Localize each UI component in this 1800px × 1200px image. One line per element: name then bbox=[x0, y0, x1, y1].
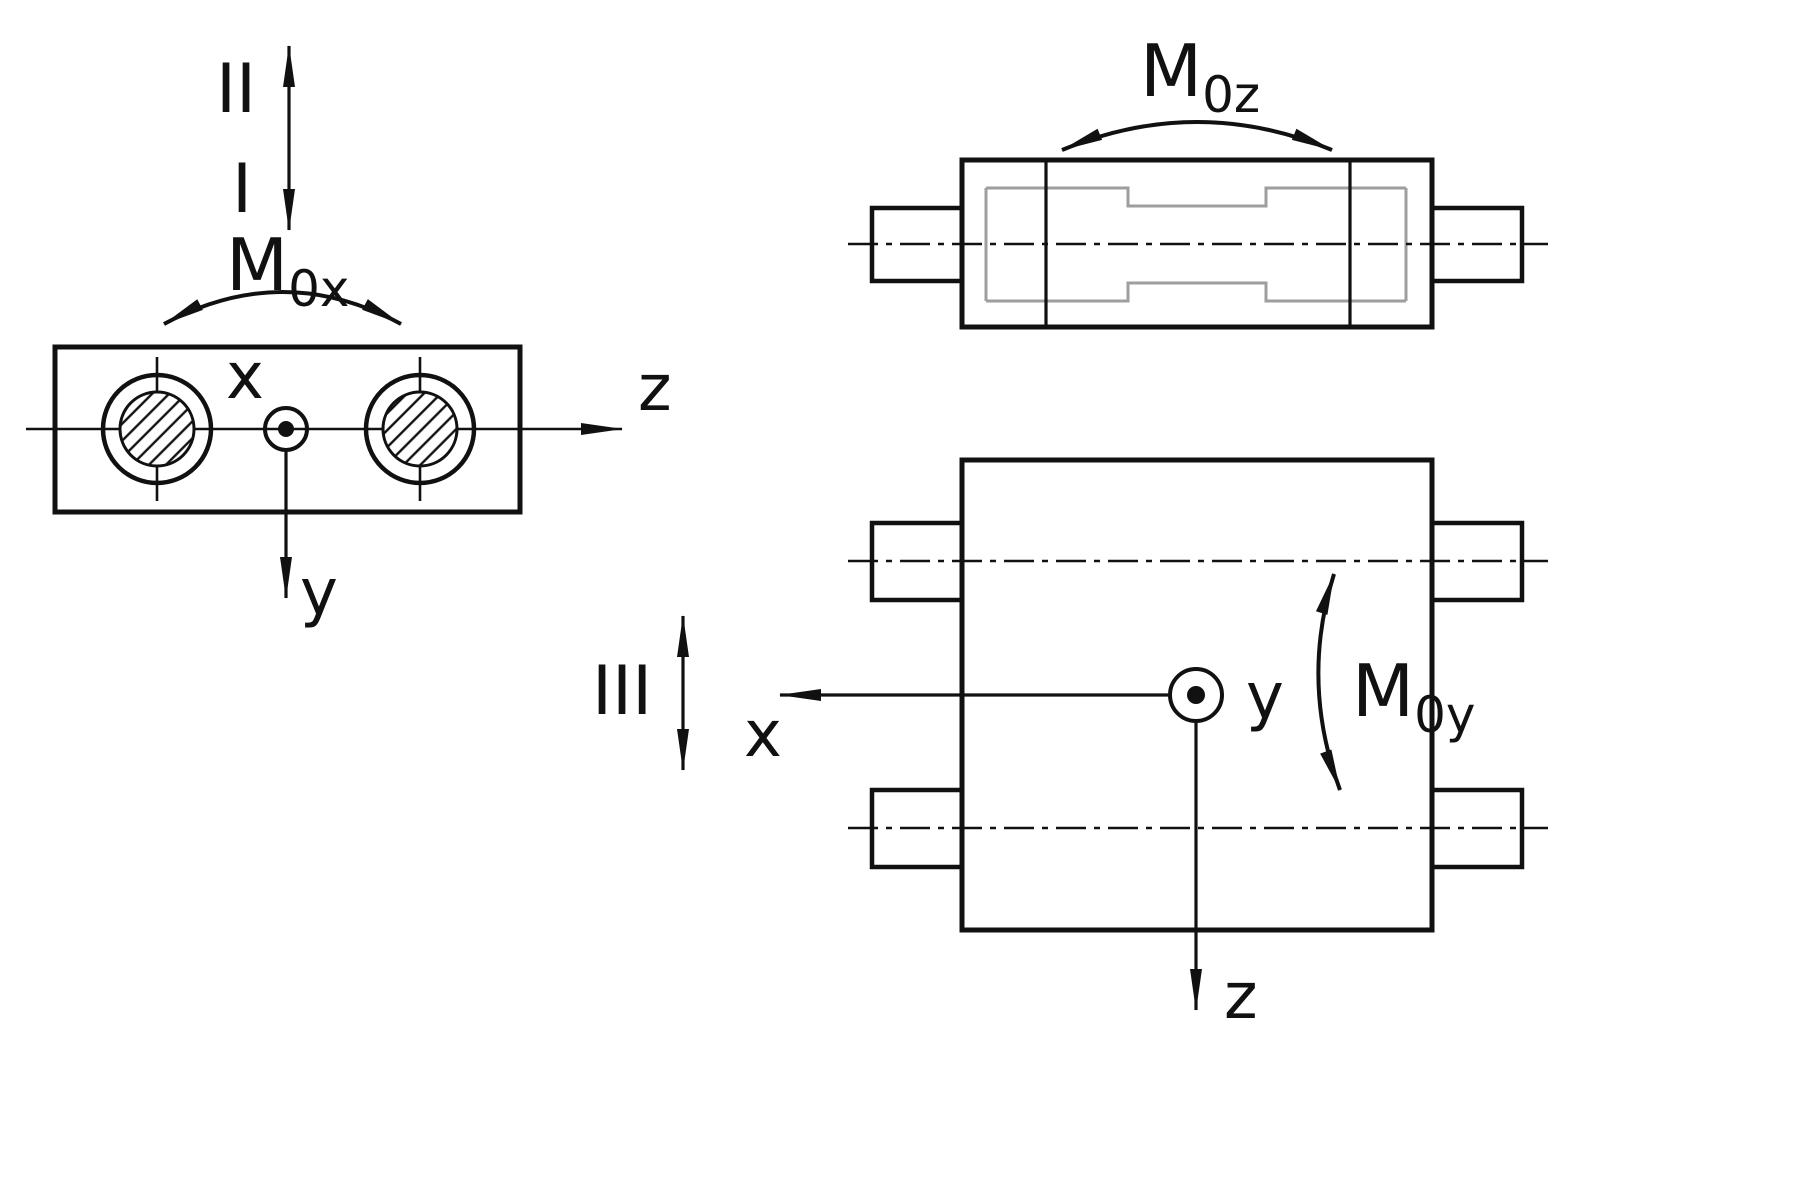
moment-x-label: M0x bbox=[226, 223, 350, 318]
moment-z-arc bbox=[1061, 120, 1333, 152]
x-axis-label-side: x bbox=[744, 698, 782, 772]
moment-y-label: M0y bbox=[1352, 649, 1476, 744]
front-view: II I M0x z x y bbox=[26, 45, 672, 630]
direction-III-label: III bbox=[592, 652, 652, 731]
hidden-contour-bottom bbox=[986, 281, 1406, 303]
direction-I-label: I bbox=[232, 150, 252, 229]
y-axis-label: y bbox=[300, 556, 338, 630]
z-axis-label: z bbox=[638, 352, 672, 426]
direction-II-label: II bbox=[216, 50, 256, 129]
top-view: M0z bbox=[848, 29, 1548, 330]
bore-left-hatched-core bbox=[118, 390, 196, 468]
x-axis-out-of-plane-symbol bbox=[263, 406, 309, 452]
bore-left-outer-ring bbox=[100, 372, 214, 486]
moment-x-arc bbox=[163, 290, 402, 326]
bore-right-outer-ring bbox=[363, 372, 477, 486]
y-axis-dot bbox=[1187, 686, 1205, 704]
bore-right-hatched-core bbox=[381, 390, 459, 468]
hidden-contour-top bbox=[986, 186, 1406, 208]
moment-z-label: M0z bbox=[1140, 29, 1260, 124]
shaft-stub-lower-right bbox=[1432, 787, 1525, 870]
side-view: M0y x z y III bbox=[592, 457, 1548, 1034]
y-axis-out-of-plane-symbol bbox=[1168, 667, 1224, 723]
y-axis-label-side: y bbox=[1246, 660, 1284, 734]
x-axis-dot bbox=[278, 421, 294, 437]
shaft-stub-upper-right bbox=[1432, 520, 1525, 603]
x-axis-label: x bbox=[226, 340, 264, 414]
moment-y-arc bbox=[1315, 573, 1342, 791]
shaft-stub-right bbox=[1432, 205, 1525, 284]
z-axis-label-side: z bbox=[1224, 960, 1258, 1034]
